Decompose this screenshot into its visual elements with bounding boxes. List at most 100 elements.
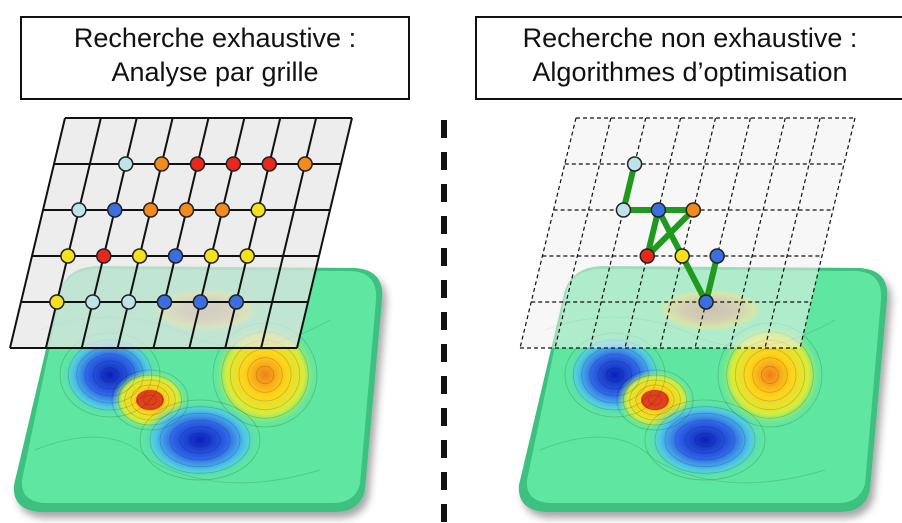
blue-well-bottom (140, 400, 260, 480)
grid-line-vertical (188, 117, 246, 349)
sample-point (203, 248, 220, 264)
grid-line-vertical (260, 117, 318, 349)
contour-line (149, 406, 251, 474)
contour-line (247, 357, 283, 393)
contour-line (644, 399, 766, 481)
sample-point (85, 294, 101, 310)
sample-point (178, 202, 195, 218)
exhaustive-title-line1: Recherche exhaustive : (73, 23, 357, 53)
contour-line (664, 412, 746, 468)
sample-point (239, 248, 255, 264)
grid-line-vertical (659, 117, 717, 349)
contour-line (674, 419, 736, 461)
grid-line-vertical (589, 117, 647, 349)
grid-line-vertical (224, 117, 282, 349)
contour-line (752, 357, 788, 393)
grid-line-vertical (152, 117, 210, 349)
sample-point (49, 294, 65, 310)
grid-line-vertical (764, 117, 821, 349)
sample-point (626, 156, 643, 172)
sample-point (189, 156, 206, 172)
sample-point (639, 248, 655, 264)
sample-point (120, 294, 137, 310)
sample-point (650, 202, 667, 218)
grid-plane (520, 118, 855, 348)
contour-line (124, 379, 176, 421)
grid-line-vertical (519, 117, 577, 349)
sample-point (167, 248, 184, 264)
contour-line (606, 367, 624, 383)
sample-point (192, 294, 209, 310)
contour-line (92, 360, 128, 390)
blue-well-bottom (645, 400, 765, 480)
grid-line-vertical (296, 117, 353, 349)
contour-line (648, 394, 662, 406)
contour-line (101, 367, 119, 383)
contour-line (111, 369, 189, 431)
search-grid-exhaustive (9, 117, 353, 349)
red-peak-center (641, 390, 669, 410)
contour-line (589, 353, 641, 397)
grid-line-vertical (554, 117, 612, 349)
sample-point (261, 156, 277, 172)
grid-line-vertical (80, 117, 138, 349)
sample-point (118, 156, 134, 172)
contour-line (635, 384, 675, 416)
sample-point (709, 248, 725, 264)
sample-point (60, 248, 76, 264)
contour-line (34, 436, 321, 484)
grid-line-vertical (694, 117, 751, 349)
sample-point (685, 202, 702, 218)
contour-line (189, 432, 211, 448)
sample-point (156, 294, 173, 310)
contour-line (684, 426, 726, 454)
sample-point (698, 294, 714, 310)
grid-line-vertical (116, 117, 174, 349)
contour-line (694, 432, 716, 448)
exhaustive-title-line2: Analyse par grille (111, 57, 319, 87)
contour-line (654, 406, 756, 474)
grid-line-vertical (729, 117, 786, 349)
sample-point (153, 156, 170, 172)
grid-line-vertical (9, 117, 66, 349)
search-grid-optimization (519, 117, 856, 349)
red-peak-center (136, 390, 164, 410)
contour-line (539, 436, 826, 484)
contour-line (136, 389, 164, 411)
contour-line (255, 365, 275, 385)
contour-line (597, 360, 633, 390)
contour-line (622, 374, 688, 426)
sample-point (142, 202, 159, 218)
sample-point (615, 202, 632, 218)
contour-line (641, 389, 669, 411)
yellow-peak-right (718, 323, 822, 427)
sample-point (96, 248, 112, 264)
optimization-search-title: Recherche non exhaustive : Algorithmes d… (475, 16, 902, 100)
contour-line (629, 379, 681, 421)
contour-line (760, 365, 780, 385)
contour-line (84, 353, 136, 397)
grid-line-vertical (799, 117, 856, 349)
sample-point (225, 156, 242, 172)
contour-line (139, 399, 261, 481)
contour-line (743, 348, 797, 402)
contour-line (130, 384, 170, 416)
sample-point (71, 202, 87, 218)
sample-point (131, 248, 148, 264)
sample-point (674, 248, 690, 264)
sample-point (297, 156, 313, 172)
optimization-title-line1: Recherche non exhaustive : (522, 23, 858, 53)
contour-line (143, 394, 157, 406)
grid-line-vertical (624, 117, 682, 349)
grid-line-vertical (44, 117, 102, 349)
contour-line (169, 419, 231, 461)
sample-point (228, 294, 244, 310)
contour-line (179, 426, 221, 454)
sample-point (214, 202, 231, 218)
sample-point (250, 202, 266, 218)
sample-point (107, 202, 123, 218)
exhaustive-search-title: Recherche exhaustive : Analyse par grill… (20, 16, 410, 100)
contour-line (117, 374, 183, 426)
contour-line (616, 369, 694, 431)
